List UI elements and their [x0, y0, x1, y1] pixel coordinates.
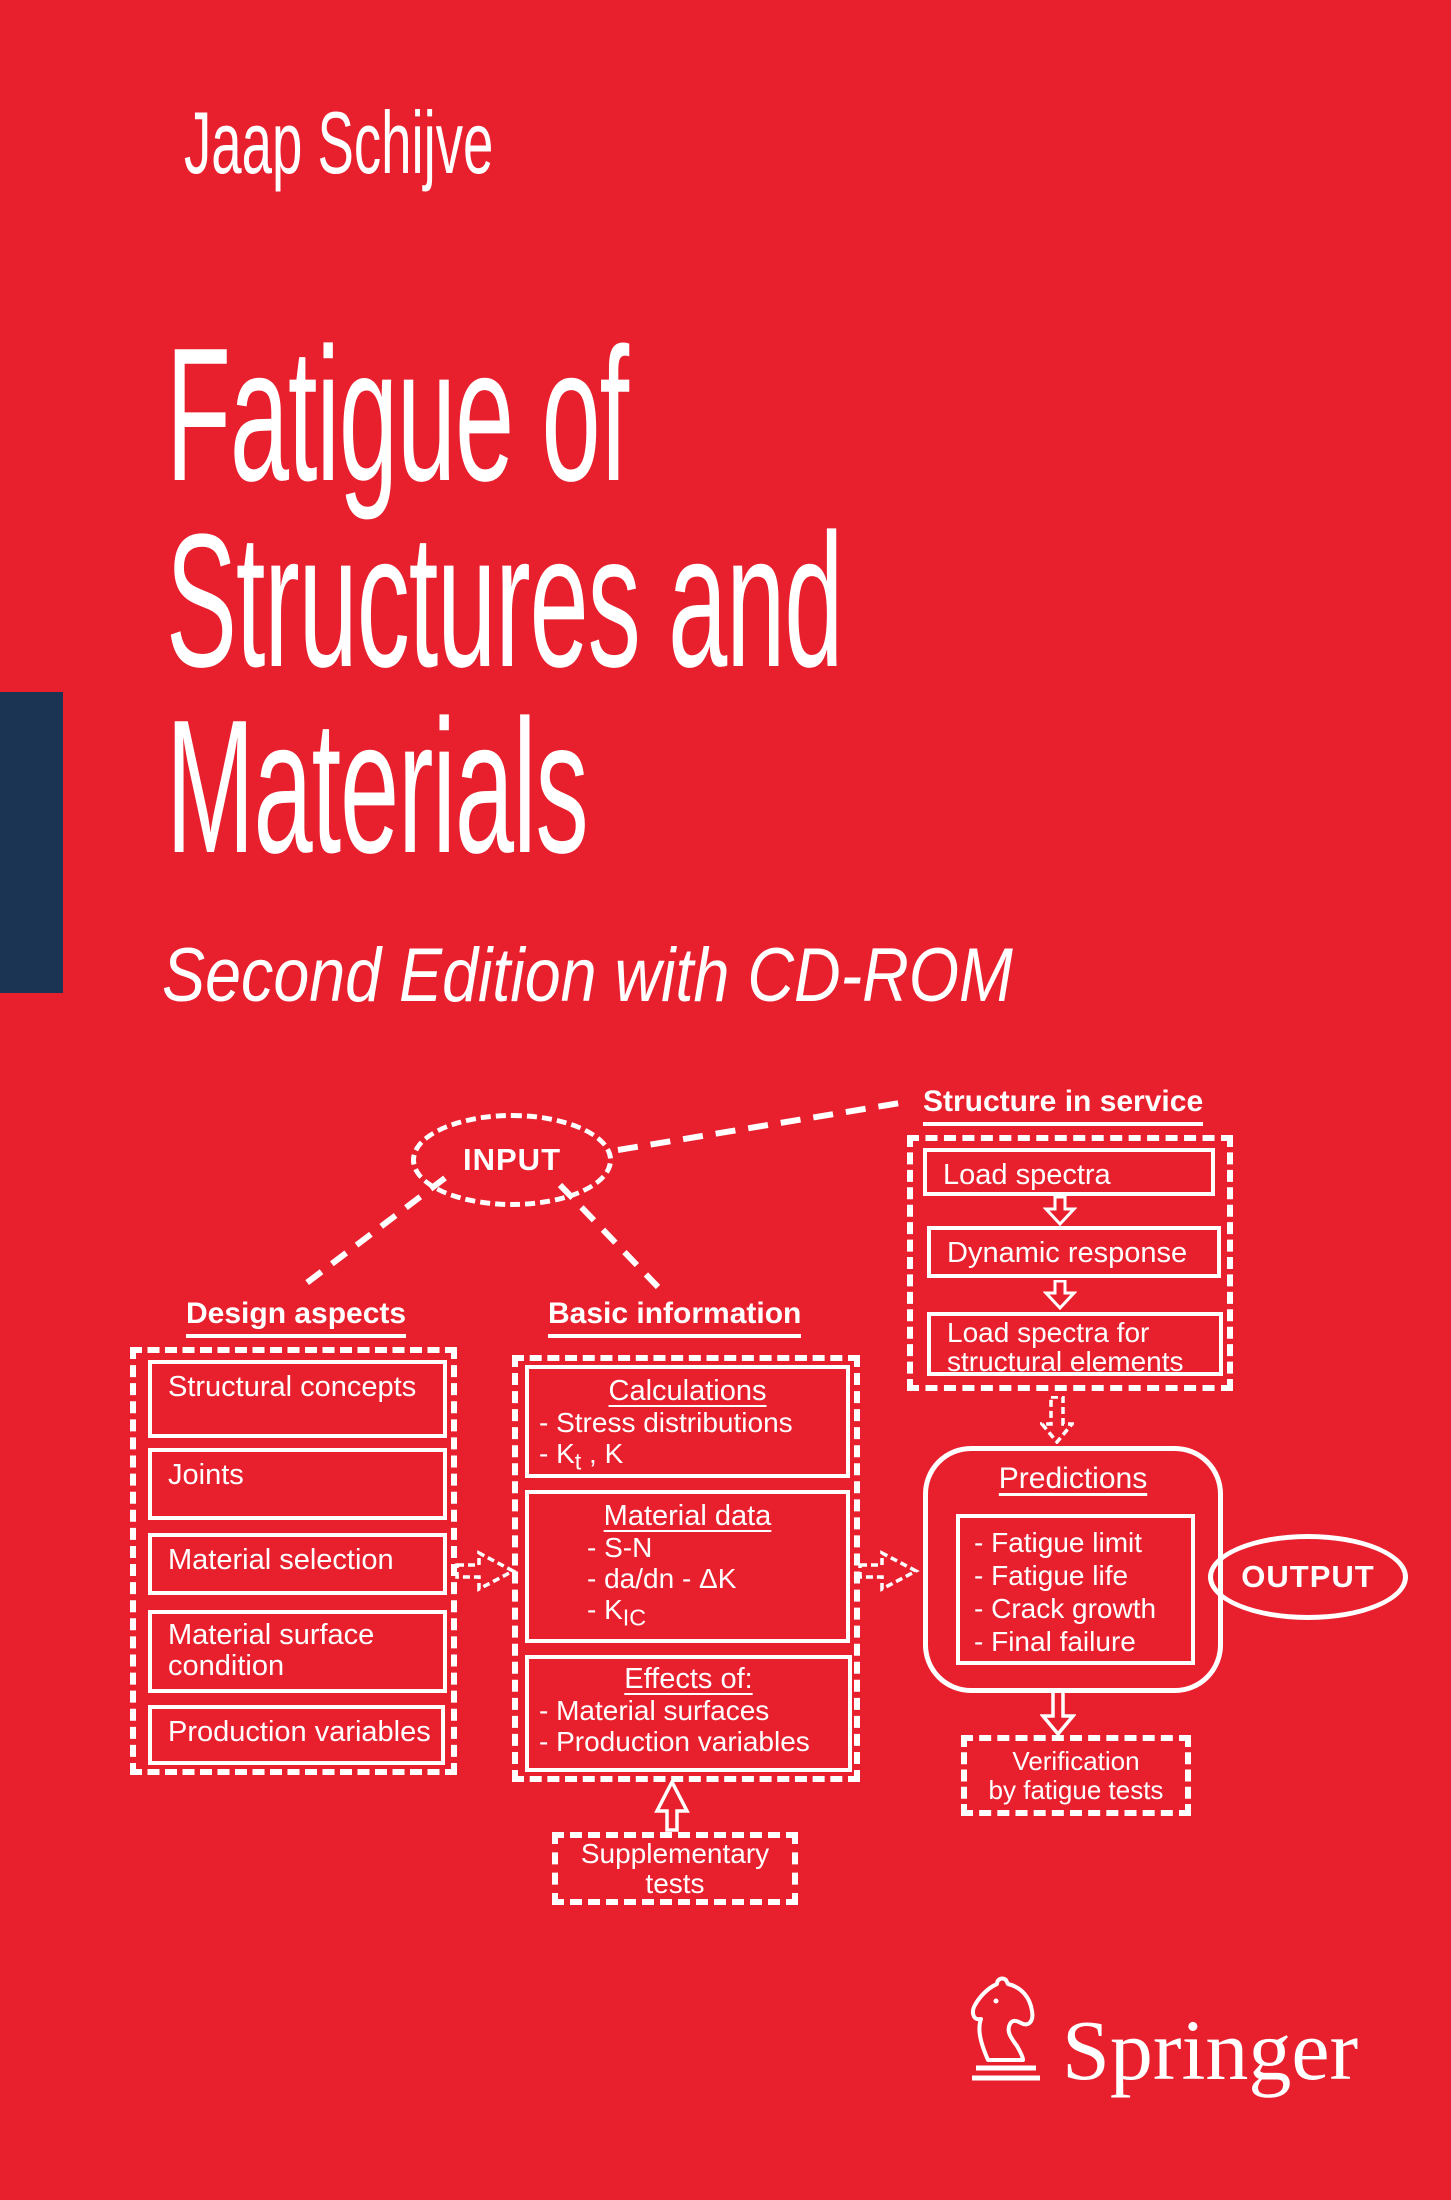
box-supplementary-tests: Supplementary tests	[552, 1832, 798, 1905]
box-material-selection-label: Material selection	[168, 1544, 394, 1576]
input-label: INPUT	[463, 1142, 561, 1177]
arrow-right-icon	[455, 1549, 517, 1593]
basic-information-group	[512, 1355, 860, 1782]
predictions-item: - Fatigue life	[974, 1560, 1129, 1591]
supplementary-line-2: tests	[645, 1867, 705, 1899]
box-load-spectra-structural-label: Load spectra for structural elements	[947, 1317, 1184, 1377]
arrow-down-icon	[1043, 1280, 1077, 1310]
book-title: Fatigue of Structures and Materials	[166, 309, 843, 893]
box-production-variables: Production variables	[148, 1705, 445, 1765]
box-calculations-title: Calculations	[608, 1375, 767, 1407]
box-joints-label: Joints	[168, 1459, 244, 1491]
output-label: OUTPUT	[1241, 1559, 1375, 1594]
box-load-spectra-structural: Load spectra for structural elements	[927, 1312, 1223, 1376]
calculations-item: - Kt , K	[539, 1438, 624, 1475]
box-effects-of-title: Effects of:	[624, 1663, 753, 1695]
box-verification: Verification by fatigue tests	[961, 1735, 1191, 1816]
predictions-panel: Predictions - Fatigue limit - Fatigue li…	[923, 1446, 1223, 1693]
box-dynamic-response: Dynamic response	[927, 1226, 1221, 1278]
supplementary-line-1: Supplementary	[580, 1837, 770, 1869]
title-line-1: Fatigue of	[166, 309, 629, 521]
box-load-spectra: Load spectra	[923, 1148, 1215, 1196]
heading-structure-in-service: Structure in service	[923, 1085, 1204, 1126]
predictions-title: Predictions	[998, 1462, 1148, 1495]
arrow-down-icon	[1043, 1196, 1077, 1226]
box-calculations: Calculations - Stress distributions - Kt…	[525, 1365, 850, 1478]
predictions-item: - Fatigue limit	[974, 1527, 1143, 1558]
box-load-spectra-label: Load spectra	[943, 1159, 1111, 1191]
input-ellipse: INPUT	[411, 1113, 613, 1207]
connector-input-to-basic	[557, 1182, 661, 1290]
structure-in-service-group	[907, 1135, 1233, 1391]
arrow-down-icon	[1040, 1396, 1074, 1444]
effects-of-item: - Material surfaces	[539, 1695, 770, 1726]
material-data-item: - S-N	[587, 1532, 653, 1563]
springer-wordmark: Springer	[1062, 2002, 1359, 2098]
arrow-down-icon	[1040, 1690, 1076, 1736]
author-name: Jaap Schijve	[184, 93, 494, 192]
box-material-surface-condition: Material surface condition	[148, 1610, 447, 1693]
navy-accent-block	[0, 692, 63, 993]
edition-subtitle: Second Edition with CD-ROM	[162, 933, 1013, 1018]
heading-basic-information: Basic information	[548, 1297, 802, 1338]
predictions-item: - Final failure	[974, 1626, 1136, 1657]
output-ellipse: OUTPUT	[1208, 1534, 1408, 1620]
box-material-selection: Material selection	[148, 1533, 447, 1595]
heading-design-aspects: Design aspects	[186, 1297, 407, 1338]
box-structural-concepts-label: Structural concepts	[168, 1371, 417, 1403]
arrow-up-icon	[654, 1780, 690, 1832]
verification-line-2: by fatigue tests	[988, 1774, 1164, 1805]
connector-input-to-design	[298, 1175, 447, 1291]
verification-line-1: Verification	[1012, 1745, 1140, 1776]
connector-input-to-structure	[617, 1099, 907, 1153]
box-material-data-title: Material data	[603, 1500, 772, 1532]
effects-of-item: - Production variables	[539, 1726, 810, 1757]
material-data-item: - KIC	[587, 1594, 647, 1631]
box-material-data: Material data - S-N - da/dn - ΔK - KIC	[525, 1490, 850, 1643]
predictions-item: - Crack growth	[974, 1593, 1157, 1624]
arrow-right-icon	[858, 1549, 920, 1593]
title-line-2: Structures and	[166, 495, 843, 707]
box-material-surface-condition-label: Material surface condition	[168, 1619, 375, 1682]
design-aspects-group	[130, 1347, 457, 1775]
box-effects-of: Effects of: - Material surfaces - Produc…	[525, 1655, 852, 1772]
springer-horse-icon	[966, 1974, 1046, 2082]
material-data-item: - da/dn - ΔK	[587, 1563, 737, 1594]
title-line-3: Materials	[166, 681, 589, 893]
box-dynamic-response-label: Dynamic response	[947, 1237, 1188, 1269]
box-production-variables-label: Production variables	[168, 1716, 431, 1748]
calculations-item: - Stress distributions	[539, 1407, 793, 1438]
box-structural-concepts: Structural concepts	[148, 1360, 447, 1438]
predictions-list-box: - Fatigue limit - Fatigue life - Crack g…	[956, 1514, 1195, 1665]
box-joints: Joints	[148, 1448, 447, 1520]
